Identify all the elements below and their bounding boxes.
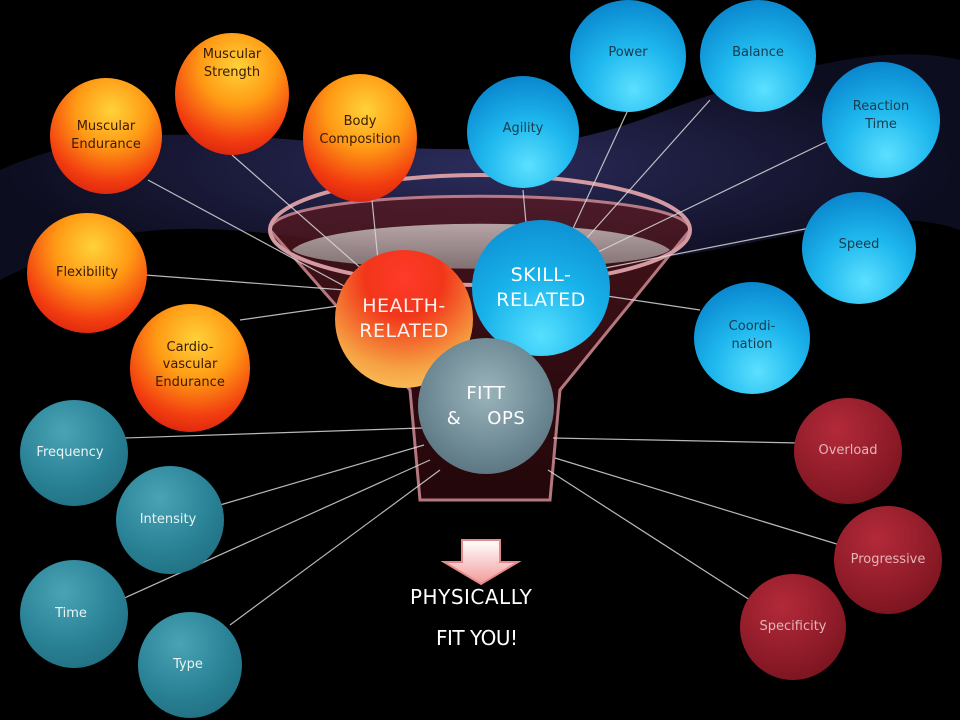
label-balance: Balance (732, 45, 784, 61)
label-progressive: Progressive (850, 552, 926, 568)
label-muscular-endurance: Muscular Endurance (71, 119, 141, 152)
core-fitt-amp: & (446, 408, 462, 429)
label-body-composition: Body Composition (319, 114, 401, 147)
bubble-overload: Overload (794, 398, 902, 504)
result-line-1: PHYSICALLY (410, 585, 533, 609)
label-muscular-strength: Muscular Strength (202, 47, 262, 80)
bubble-time: Time (20, 560, 128, 668)
core-skill-related: SKILL- RELATED (472, 220, 610, 356)
bubble-reaction-time: Reaction Time (822, 62, 940, 178)
core-fitt-ops: FITT & OPS (418, 338, 554, 474)
connector-lines (119, 99, 841, 626)
bubble-specificity: Specificity (740, 574, 846, 680)
bubble-muscular-endurance: Muscular Endurance (50, 78, 162, 194)
label-type: Type (173, 657, 203, 673)
bubble-agility: Agility (467, 76, 579, 188)
bubble-muscular-strength: Muscular Strength (175, 33, 289, 155)
bubble-intensity: Intensity (116, 466, 224, 574)
label-overload: Overload (818, 443, 878, 459)
label-intensity: Intensity (139, 512, 197, 528)
bubble-body-composition: Body Composition (303, 74, 417, 202)
bubble-coordination: Coordi- nation (694, 282, 810, 394)
label-time: Time (55, 606, 87, 622)
label-agility: Agility (502, 121, 544, 137)
core-skill-label: SKILL- RELATED (496, 264, 586, 311)
label-reaction-time: Reaction Time (852, 99, 910, 132)
bubble-type: Type (138, 612, 242, 718)
core-health-label: HEALTH- RELATED (359, 295, 449, 342)
label-cardio-vascular-endurance: Cardio- vascular Endurance (155, 339, 225, 390)
label-flexibility: Flexibility (55, 265, 119, 281)
bubble-balance: Balance (700, 0, 816, 112)
label-specificity: Specificity (759, 619, 827, 635)
label-speed: Speed (838, 237, 880, 253)
bubble-flexibility: Flexibility (27, 213, 147, 333)
bubble-power: Power (570, 0, 686, 112)
label-coordination: Coordi- nation (728, 319, 776, 352)
down-arrow-icon (440, 539, 522, 586)
core-fitt-label: FITT (466, 382, 506, 404)
label-frequency: Frequency (36, 445, 104, 461)
bubble-cardio-vascular-endurance: Cardio- vascular Endurance (130, 304, 250, 432)
result-line-2: FIT YOU! (436, 626, 518, 650)
bubble-frequency: Frequency (20, 400, 128, 506)
bubble-progressive: Progressive (834, 506, 942, 614)
bubble-speed: Speed (802, 192, 916, 304)
label-power: Power (608, 45, 648, 61)
core-ops-label: OPS (487, 408, 526, 429)
core-health-related: HEALTH- RELATED (335, 250, 473, 388)
